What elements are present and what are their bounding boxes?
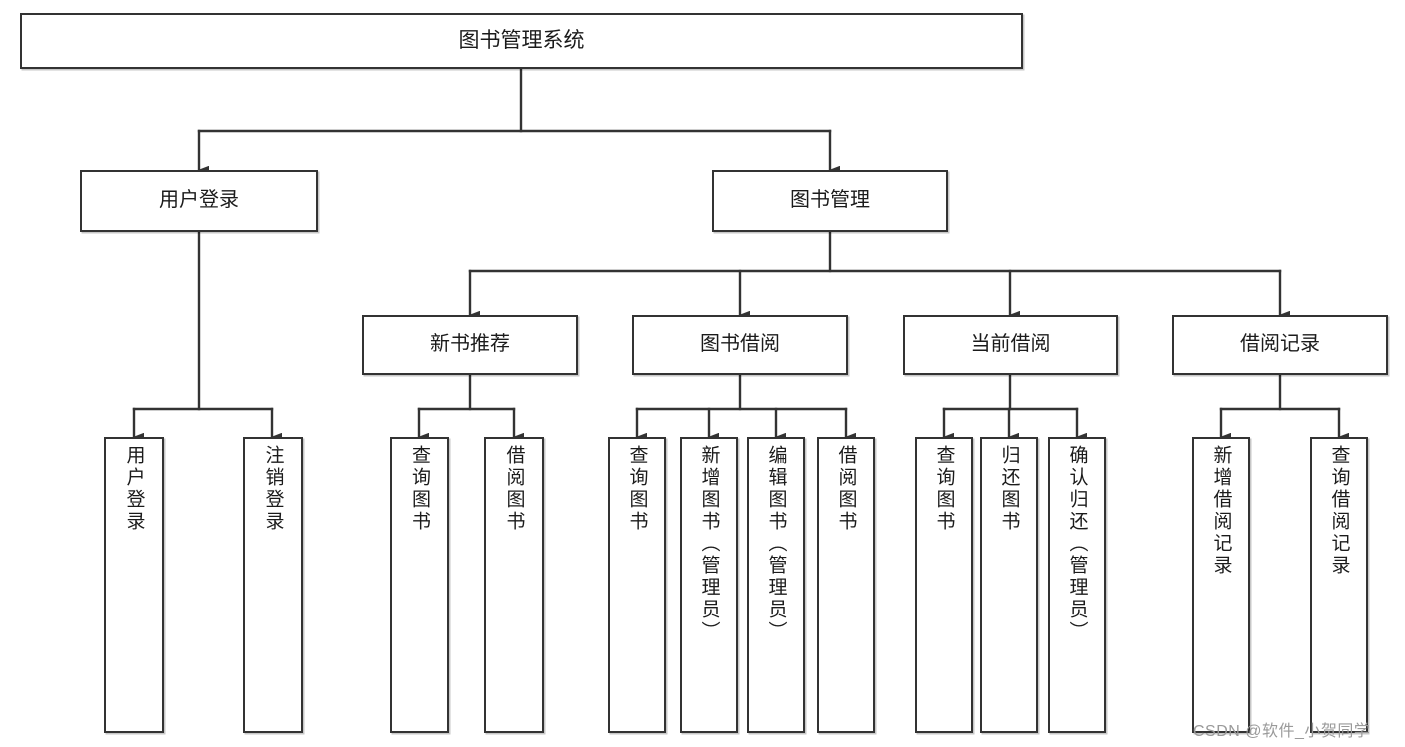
node-book-borrow[interactable]: 图书借阅 xyxy=(632,315,848,375)
node-leaf-user-login-label: 用户登录 xyxy=(123,445,145,533)
node-leaf-return-book[interactable]: 归还图书 xyxy=(980,437,1038,733)
node-new-book-recommend-label: 新书推荐 xyxy=(430,333,510,356)
node-leaf-add-record[interactable]: 新增借阅记录 xyxy=(1192,437,1250,733)
node-leaf-query-book-3[interactable]: 查询图书 xyxy=(915,437,973,733)
node-borrow-record[interactable]: 借阅记录 xyxy=(1172,315,1388,375)
node-leaf-query-book-2[interactable]: 查询图书 xyxy=(608,437,666,733)
node-leaf-edit-book[interactable]: 编辑图书（管理员） xyxy=(747,437,805,733)
node-leaf-borrow-book-1[interactable]: 借阅图书 xyxy=(484,437,544,733)
node-leaf-query-book-1[interactable]: 查询图书 xyxy=(390,437,449,733)
node-book-manage[interactable]: 图书管理 xyxy=(712,170,948,232)
node-leaf-query-record-label: 查询借阅记录 xyxy=(1328,445,1350,577)
node-user-login-label: 用户登录 xyxy=(159,189,239,212)
node-book-borrow-label: 图书借阅 xyxy=(700,333,780,356)
node-leaf-borrow-book-2[interactable]: 借阅图书 xyxy=(817,437,875,733)
node-root-system[interactable]: 图书管理系统 xyxy=(20,13,1023,69)
node-leaf-query-book-1-label: 查询图书 xyxy=(409,445,430,533)
node-new-book-recommend[interactable]: 新书推荐 xyxy=(362,315,578,375)
node-leaf-query-book-3-label: 查询图书 xyxy=(933,445,955,533)
node-leaf-user-logout[interactable]: 注销登录 xyxy=(243,437,303,733)
node-leaf-return-book-label: 归还图书 xyxy=(998,445,1020,533)
node-leaf-query-book-2-label: 查询图书 xyxy=(626,445,648,533)
node-book-manage-label: 图书管理 xyxy=(790,189,870,212)
node-leaf-add-book[interactable]: 新增图书（管理员） xyxy=(680,437,738,733)
node-current-borrow[interactable]: 当前借阅 xyxy=(903,315,1118,375)
node-leaf-add-book-label: 新增图书（管理员） xyxy=(698,445,720,643)
node-borrow-record-label: 借阅记录 xyxy=(1240,333,1320,356)
node-leaf-confirm-return-label: 确认归还（管理员） xyxy=(1066,445,1088,643)
connector-lines xyxy=(132,67,1349,442)
node-leaf-confirm-return[interactable]: 确认归还（管理员） xyxy=(1048,437,1106,733)
node-leaf-edit-book-label: 编辑图书（管理员） xyxy=(765,445,787,643)
node-leaf-user-logout-label: 注销登录 xyxy=(262,445,284,533)
node-root-system-label: 图书管理系统 xyxy=(458,28,585,52)
node-leaf-borrow-book-1-label: 借阅图书 xyxy=(503,445,525,533)
node-leaf-user-login[interactable]: 用户登录 xyxy=(104,437,164,733)
node-leaf-query-record[interactable]: 查询借阅记录 xyxy=(1310,437,1368,733)
node-user-login[interactable]: 用户登录 xyxy=(80,170,318,232)
node-leaf-add-record-label: 新增借阅记录 xyxy=(1210,445,1232,577)
node-leaf-borrow-book-2-label: 借阅图书 xyxy=(835,445,857,533)
node-current-borrow-label: 当前借阅 xyxy=(970,333,1051,356)
